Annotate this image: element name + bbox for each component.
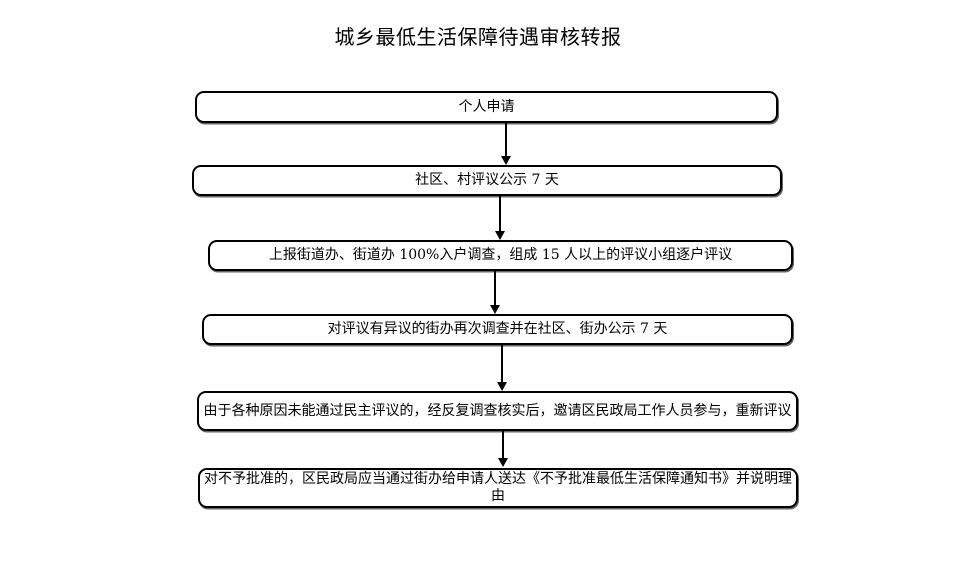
flow-step-label: 个人申请: [458, 98, 515, 115]
arrow-line: [494, 271, 496, 306]
flow-step-re-evaluation: 由于各种原因未能通过民主评议的，经反复调查核实后，邀请区民政局工作人员参与，重新…: [197, 391, 798, 431]
arrow-line: [501, 345, 503, 383]
flow-step-label: 上报街道办、街道办 100%入户调查，组成 15 人以上的评议小组逐户评议: [268, 247, 733, 264]
down-arrow-5: [497, 431, 509, 467]
flow-step-label: 由于各种原因未能通过民主评议的，经反复调查核实后，邀请区民政局工作人员参与，重新…: [203, 402, 792, 419]
flow-step-street-office-survey: 上报街道办、街道办 100%入户调查，组成 15 人以上的评议小组逐户评议: [208, 240, 793, 271]
arrow-line: [499, 196, 501, 232]
flow-step-objection-reinvestigation: 对评议有异议的街办再次调查并在社区、街办公示 7 天: [202, 314, 793, 345]
flow-step-label: 对不予批准的，区民政局应当通过街办给申请人送达《不予批准最低生活保障通知书》并说…: [204, 471, 792, 504]
flow-step-label: 对评议有异议的街办再次调查并在社区、街办公示 7 天: [327, 321, 668, 338]
arrow-head-icon: [495, 231, 505, 240]
flow-step-rejection-notice: 对不予批准的，区民政局应当通过街办给申请人送达《不予批准最低生活保障通知书》并说…: [198, 468, 798, 508]
arrow-head-icon: [497, 382, 507, 391]
arrow-head-icon: [498, 458, 508, 467]
down-arrow-1: [500, 123, 512, 165]
arrow-line: [502, 431, 504, 459]
arrow-head-icon: [501, 156, 511, 165]
down-arrow-2: [494, 196, 506, 240]
arrow-line: [505, 123, 507, 157]
arrow-head-icon: [490, 305, 500, 314]
page-title: 城乡最低生活保障待遇审核转报: [334, 25, 622, 49]
flow-step-individual-application: 个人申请: [195, 91, 778, 123]
flow-step-label: 社区、村评议公示 7 天: [415, 172, 559, 189]
down-arrow-3: [489, 271, 501, 314]
flow-step-community-publicity: 社区、村评议公示 7 天: [192, 165, 782, 196]
down-arrow-4: [496, 345, 508, 391]
